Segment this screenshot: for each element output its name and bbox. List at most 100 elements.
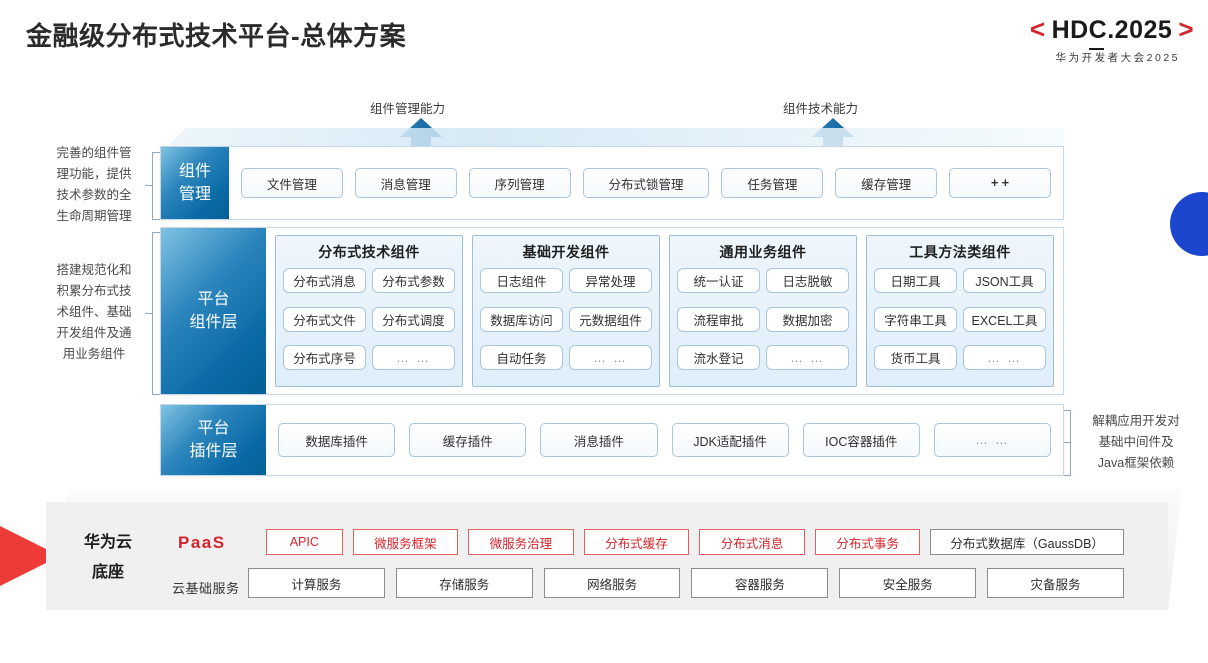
- pill-distributed-message-paas[interactable]: 分布式消息: [699, 529, 805, 555]
- bracket-tick-plugin-layer: [1062, 442, 1070, 444]
- pill-distributed-transaction[interactable]: 分布式事务: [814, 529, 921, 555]
- pill-process-approval[interactable]: 流程审批: [677, 306, 760, 332]
- bracket-plugin-layer: [1062, 410, 1071, 476]
- layer-label-line2: 管理: [178, 186, 211, 203]
- pill-currency-tool[interactable]: 货币工具: [874, 345, 957, 371]
- pill-exception-handling[interactable]: 异常处理: [569, 268, 652, 293]
- pill-database-access[interactable]: 数据库访问: [480, 306, 563, 332]
- pill-metadata-component[interactable]: 元数据组件: [569, 306, 652, 332]
- pill-log-masking[interactable]: 日志脱敏: [766, 268, 849, 293]
- pill-sequence-management[interactable]: 序列管理: [468, 168, 571, 198]
- right-note-plugin-layer: 解耦应用开发对 基础中间件及 Java框架依赖: [1092, 414, 1180, 470]
- pill-distributed-cache[interactable]: 分布式缓存: [583, 529, 690, 555]
- pill-distributed-database-gaussdb[interactable]: 分布式数据库（GaussDB）: [930, 529, 1124, 555]
- pill-message-plugin[interactable]: 消息插件: [540, 423, 658, 457]
- layer-label-line1: 组件: [178, 163, 211, 180]
- logo-subtitle: 华为开发者大会2025: [1055, 52, 1180, 64]
- bracket-tick-platform-component: [145, 313, 153, 315]
- pill-distributed-lock-management[interactable]: 分布式锁管理: [582, 168, 710, 198]
- base-title-line1: 华为云: [83, 534, 132, 551]
- pill-cache-management[interactable]: 缓存管理: [835, 168, 938, 198]
- pill-distributed-file[interactable]: 分布式文件: [283, 306, 366, 332]
- pill-distributed-message[interactable]: 分布式消息: [283, 268, 366, 293]
- pill-more-general-business[interactable]: … …: [766, 345, 849, 371]
- group-card-distributed-tech: 分布式技术组件 分布式消息 分布式参数 分布式文件 分布式调度 分布式序号 … …: [275, 235, 463, 387]
- layer-label-line2: 组件层: [189, 314, 238, 331]
- pill-microservice-framework[interactable]: 微服务框架: [352, 529, 459, 555]
- pill-log-component[interactable]: 日志组件: [480, 268, 563, 293]
- layer-label-line2: 插件层: [189, 443, 238, 460]
- pill-container-service[interactable]: 容器服务: [691, 568, 829, 598]
- pill-more-distributed-tech[interactable]: … …: [372, 345, 455, 371]
- layer-body-platform-component: 分布式技术组件 分布式消息 分布式参数 分布式文件 分布式调度 分布式序号 … …: [266, 228, 1063, 394]
- bracket-tick-component-mgmt: [145, 185, 153, 187]
- logo-bracket-right-icon: >: [1178, 14, 1194, 44]
- pill-unified-auth[interactable]: 统一认证: [677, 268, 760, 293]
- pill-message-management[interactable]: 消息管理: [354, 168, 457, 198]
- layer-platform-plugin: 平台 插件层 数据库插件 缓存插件 消息插件 JDK适配插件 IOC容器插件 ……: [160, 404, 1064, 476]
- pill-jdk-adapter-plugin[interactable]: JDK适配插件: [671, 423, 789, 457]
- pill-apic[interactable]: APIC: [266, 529, 343, 555]
- left-note-component-mgmt: 完善的组件管 理功能，提供 技术参数的全 生命周期管理: [56, 146, 132, 223]
- pill-more-plugin[interactable]: … …: [933, 423, 1052, 457]
- group-card-basic-dev: 基础开发组件 日志组件 异常处理 数据库访问 元数据组件 自动任务 … …: [472, 235, 660, 387]
- base-title-line2: 底座: [91, 564, 124, 581]
- cloud-service-row: 计算服务 存储服务 网络服务 容器服务 安全服务 灾备服务: [248, 568, 1124, 598]
- layer-top-face-decoration: [168, 128, 1064, 146]
- layer-body-platform-plugin: 数据库插件 缓存插件 消息插件 JDK适配插件 IOC容器插件 … …: [266, 405, 1063, 475]
- pill-auto-task[interactable]: 自动任务: [480, 345, 563, 371]
- layer-label-component-management: 组件 管理: [161, 147, 229, 219]
- pill-data-encryption[interactable]: 数据加密: [766, 306, 849, 332]
- pill-database-plugin[interactable]: 数据库插件: [278, 423, 396, 457]
- base-title: 华为云 底座: [62, 528, 154, 588]
- pill-excel-tool[interactable]: EXCEL工具: [963, 306, 1046, 332]
- hdc-logo: < HDC.2025 > 华为开发者大会2025: [944, 14, 1194, 65]
- group-title-distributed-tech: 分布式技术组件: [318, 244, 420, 260]
- paas-label: PaaS: [178, 533, 226, 552]
- cloud-base-service-label: 云基础服务: [172, 581, 240, 596]
- pill-network-service[interactable]: 网络服务: [543, 568, 681, 598]
- group-grid-distributed-tech: 分布式消息 分布式参数 分布式文件 分布式调度 分布式序号 … …: [283, 268, 455, 379]
- pill-ioc-container-plugin[interactable]: IOC容器插件: [802, 423, 920, 457]
- pill-security-service[interactable]: 安全服务: [839, 568, 977, 598]
- pill-date-tool[interactable]: 日期工具: [874, 268, 957, 293]
- pill-task-management[interactable]: 任务管理: [721, 168, 824, 198]
- pill-storage-service[interactable]: 存储服务: [395, 568, 533, 598]
- left-note-platform-component: 搭建规范化和 积累分布式技 术组件、基础 开发组件及通 用业务组件: [56, 263, 132, 361]
- layer-platform-component: 平台 组件层 分布式技术组件 分布式消息 分布式参数 分布式文件 分布式调度 分…: [160, 227, 1064, 395]
- logo-text: HDC.2025: [1051, 16, 1173, 50]
- arrow-caption-component-tech: 组件技术能力: [783, 102, 859, 116]
- pill-microservice-governance[interactable]: 微服务治理: [468, 529, 574, 555]
- pill-distributed-params[interactable]: 分布式参数: [372, 268, 455, 293]
- layer-body-component-management: 文件管理 消息管理 序列管理 分布式锁管理 任务管理 缓存管理 + +: [229, 147, 1063, 219]
- group-title-tool-method: 工具方法类组件: [909, 244, 1011, 260]
- arrow-caption-component-mgmt: 组件管理能力: [370, 102, 446, 116]
- pill-json-tool[interactable]: JSON工具: [963, 268, 1046, 293]
- layer-label-platform-plugin: 平台 插件层: [161, 405, 266, 475]
- group-grid-tool-method: 日期工具 JSON工具 字符串工具 EXCEL工具 货币工具 … …: [874, 268, 1046, 379]
- pill-transaction-register[interactable]: 流水登记: [677, 345, 760, 371]
- pill-cache-plugin[interactable]: 缓存插件: [409, 423, 527, 457]
- layer-component-management: 组件 管理 文件管理 消息管理 序列管理 分布式锁管理 任务管理 缓存管理 + …: [160, 146, 1064, 220]
- pill-add-more[interactable]: + +: [949, 168, 1051, 198]
- group-card-general-business: 通用业务组件 统一认证 日志脱敏 流程审批 数据加密 流水登记 … …: [669, 235, 857, 387]
- pill-dr-service[interactable]: 灾备服务: [987, 568, 1124, 598]
- group-title-basic-dev: 基础开发组件: [522, 244, 610, 260]
- group-card-tool-method: 工具方法类组件 日期工具 JSON工具 字符串工具 EXCEL工具 货币工具 ……: [866, 235, 1054, 387]
- paas-service-row: APIC 微服务框架 微服务治理 分布式缓存 分布式消息 分布式事务 分布式数据…: [266, 529, 1124, 555]
- pill-compute-service[interactable]: 计算服务: [248, 568, 385, 598]
- layer-label-line1: 平台: [197, 291, 230, 308]
- page-title: 金融级分布式技术平台-总体方案: [26, 21, 407, 51]
- group-title-general-business: 通用业务组件: [719, 244, 807, 260]
- pill-string-tool[interactable]: 字符串工具: [874, 306, 957, 332]
- pill-distributed-serial[interactable]: 分布式序号: [283, 345, 366, 371]
- pill-distributed-scheduling[interactable]: 分布式调度: [372, 306, 455, 332]
- pill-more-basic-dev[interactable]: … …: [569, 345, 652, 371]
- group-grid-general-business: 统一认证 日志脱敏 流程审批 数据加密 流水登记 … …: [677, 268, 849, 379]
- pill-file-management[interactable]: 文件管理: [241, 168, 343, 198]
- group-grid-basic-dev: 日志组件 异常处理 数据库访问 元数据组件 自动任务 … …: [480, 268, 652, 379]
- logo-bracket-left-icon: <: [1029, 14, 1046, 44]
- blue-circle-decoration: [1170, 192, 1208, 256]
- pill-more-tool-method[interactable]: … …: [963, 345, 1046, 371]
- layer-label-line1: 平台: [197, 420, 230, 437]
